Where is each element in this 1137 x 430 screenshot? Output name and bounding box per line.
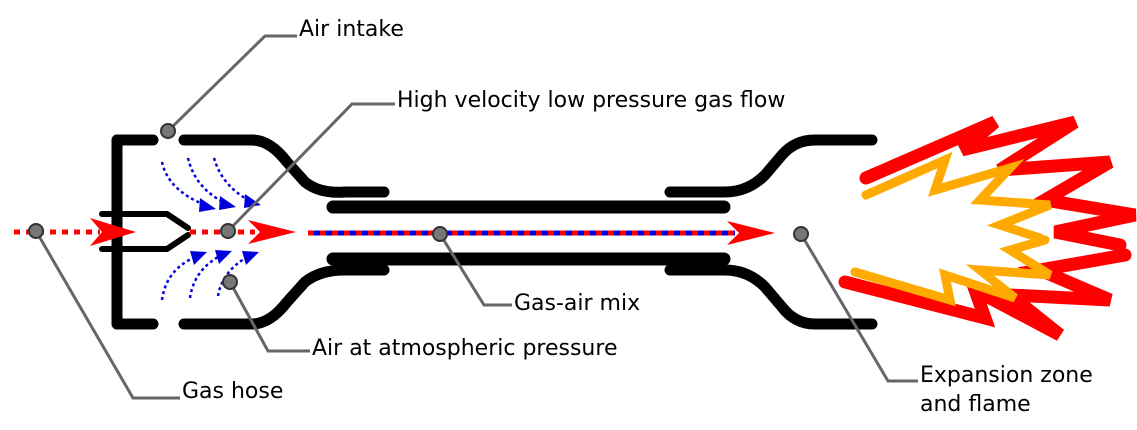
leader-air-intake — [166, 34, 297, 133]
arrowhead-icon — [727, 221, 775, 245]
arrowhead-icon — [242, 251, 259, 265]
leader-gas-air-mix — [438, 233, 512, 307]
arrowhead-icon — [215, 250, 232, 264]
flame-icon — [838, 115, 1137, 341]
air-arrow-top-1 — [160, 161, 206, 207]
marker-dot-icon — [432, 226, 448, 242]
marker-dot-icon — [28, 223, 44, 239]
gas-nozzle-top — [99, 211, 191, 231]
flame-outer-bottom — [838, 248, 1132, 341]
markers — [28, 123, 809, 290]
labels: Air intake High velocity low pressure ga… — [182, 17, 1093, 417]
air-arrow-bottom-2 — [188, 254, 221, 299]
bottom-intake-wall — [178, 264, 390, 330]
label-air-atmospheric: Air at atmospheric pressure — [312, 336, 617, 361]
gas-nozzle-bottom — [99, 232, 191, 252]
label-gas-air-mix: Gas-air mix — [514, 291, 640, 316]
arrowhead-icon — [190, 251, 207, 265]
leader-high-velocity — [226, 102, 395, 233]
marker-dot-icon — [793, 226, 809, 242]
air-arrow-bottom-1 — [160, 255, 196, 301]
arrowhead-icon — [244, 194, 261, 208]
label-expansion-line1: Expansion zone — [920, 363, 1093, 388]
label-gas-hose: Gas hose — [182, 379, 283, 404]
flame-inner-top — [861, 151, 1052, 243]
arrowhead-icon — [248, 220, 296, 244]
leader-expansion — [799, 233, 918, 383]
marker-dot-icon — [222, 274, 238, 290]
label-high-velocity: High velocity low pressure gas flow — [397, 88, 785, 113]
leader-air-atmospheric — [228, 281, 310, 353]
arrowhead-icon — [219, 196, 236, 210]
flame-inner-bottom — [850, 235, 1053, 307]
bottom-flare-wall — [664, 264, 878, 330]
leader-gas-hose — [34, 230, 180, 400]
label-expansion-line2: and flame — [920, 392, 1031, 417]
label-air-intake: Air intake — [299, 17, 404, 42]
arrowhead-icon — [90, 218, 136, 246]
marker-dot-icon — [160, 123, 176, 139]
top-flare-wall — [664, 134, 878, 198]
leader-lines — [34, 34, 918, 400]
gas-flow — [14, 218, 775, 246]
marker-dot-icon — [220, 223, 236, 239]
air-arrow-top-3 — [212, 157, 251, 203]
arrowhead-icon — [199, 198, 216, 212]
air-arrow-top-2 — [186, 157, 226, 205]
air-arrowheads — [190, 194, 261, 265]
top-intake-wall — [178, 134, 390, 198]
flame-outer-top — [859, 115, 1137, 252]
